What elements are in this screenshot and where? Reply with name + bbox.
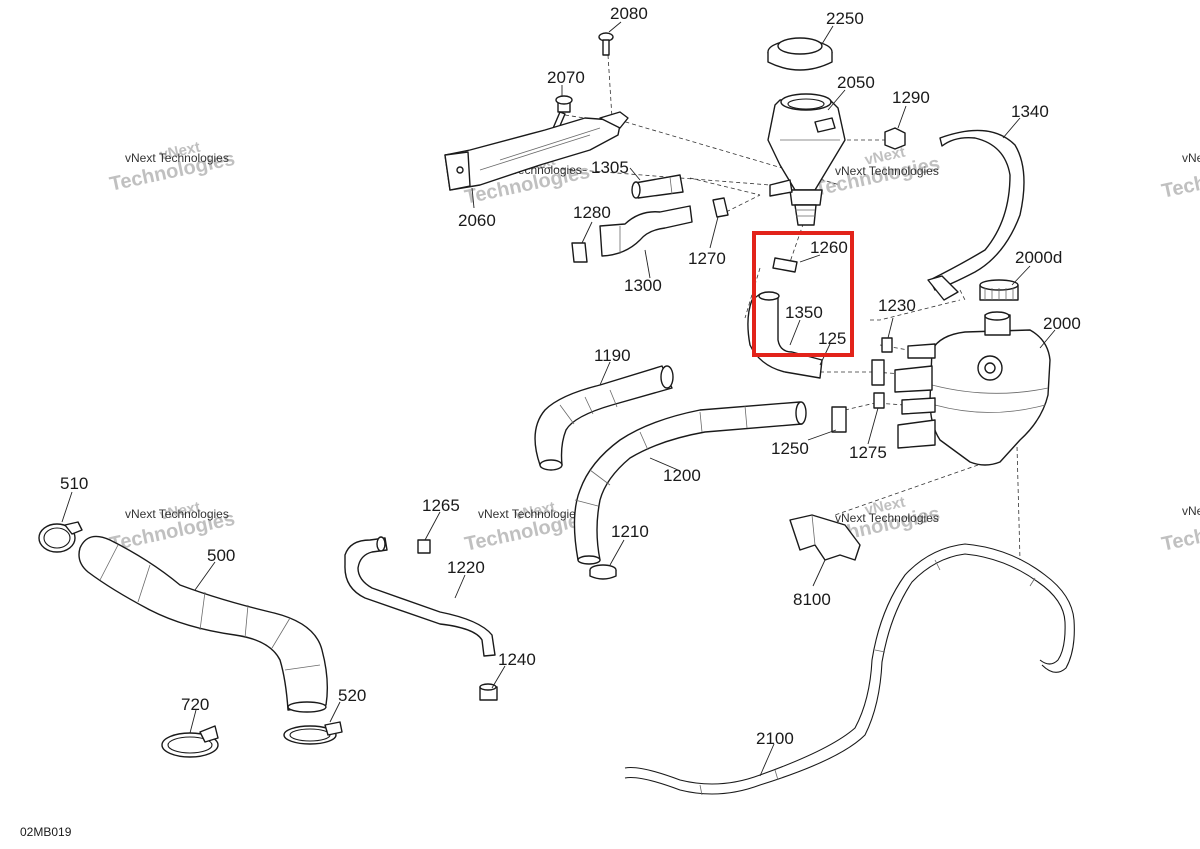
clamp-720 bbox=[161, 725, 219, 758]
part-label-1190: 1190 bbox=[594, 346, 631, 365]
shield-8100 bbox=[789, 514, 861, 561]
part-labels: 2080 2250 2070 2050 1290 1340 1305 2060 … bbox=[60, 4, 1081, 748]
clamp-1270 bbox=[712, 197, 729, 218]
part-label-520: 520 bbox=[338, 686, 366, 705]
part-label-1300: 1300 bbox=[624, 276, 662, 295]
clamp-1280 bbox=[571, 242, 588, 263]
part-label-1270: 1270 bbox=[688, 249, 726, 268]
part-label-1340: 1340 bbox=[1011, 102, 1049, 121]
clamp-520 bbox=[283, 721, 343, 745]
part-label-2070: 2070 bbox=[547, 68, 585, 87]
part-label-1275: 1275 bbox=[849, 443, 887, 462]
leader-lines bbox=[61, 21, 1056, 777]
clamp-1210 bbox=[589, 564, 617, 580]
cap-2000d bbox=[979, 279, 1019, 301]
part-label-1210: 1210 bbox=[611, 522, 649, 541]
part-label-1240: 1240 bbox=[498, 650, 536, 669]
clamp-1240 bbox=[479, 683, 498, 701]
part-label-2060: 2060 bbox=[458, 211, 496, 230]
part-label-1260: 1260 bbox=[810, 238, 848, 257]
connector-1305 bbox=[631, 174, 684, 199]
part-label-2100: 2100 bbox=[756, 729, 794, 748]
part-label-1305: 1305 bbox=[591, 158, 629, 177]
watermark-text: vNext Technologies bbox=[1182, 151, 1200, 165]
hose-1190 bbox=[534, 365, 674, 471]
part-label-720: 720 bbox=[181, 695, 209, 714]
part-label-1350: 1350 bbox=[785, 303, 823, 322]
watermark-text: vNext Technologies bbox=[478, 507, 582, 521]
watermark-text: vNext Technologies bbox=[125, 151, 229, 165]
watermark-text: vNext Technologies bbox=[835, 511, 939, 525]
clamp-1265 bbox=[417, 539, 431, 554]
hose-1300 bbox=[599, 205, 693, 257]
part-label-1290: 1290 bbox=[892, 88, 930, 107]
bracket-2060 bbox=[444, 111, 629, 191]
assembly-lines bbox=[449, 54, 1021, 561]
hose-1200 bbox=[573, 401, 807, 565]
clamp-510 bbox=[38, 521, 83, 553]
part-label-1220: 1220 bbox=[447, 558, 485, 577]
clamps-1230-1275 bbox=[871, 337, 893, 409]
part-label-500: 500 bbox=[207, 546, 235, 565]
part-label-1200: 1200 bbox=[663, 466, 701, 485]
part-label-8100: 8100 bbox=[793, 590, 831, 609]
hose-1340 bbox=[927, 129, 1025, 301]
hose-2100 bbox=[624, 543, 1075, 796]
part-label-510: 510 bbox=[60, 474, 88, 493]
clamp-1290 bbox=[884, 127, 906, 150]
hose-500 bbox=[78, 535, 329, 713]
part-label-2080: 2080 bbox=[610, 4, 648, 23]
part-label-2000: 2000 bbox=[1043, 314, 1081, 333]
fill-neck-2050 bbox=[767, 93, 846, 226]
part-label-1250: 1250 bbox=[771, 439, 809, 458]
part-label-1265: 1265 bbox=[422, 496, 460, 515]
highlight-box bbox=[752, 231, 854, 357]
clamp-1260 bbox=[772, 257, 798, 273]
watermark-text: vNext Technologies bbox=[1182, 504, 1200, 518]
part-label-2250: 2250 bbox=[826, 9, 864, 28]
part-label-1230: 1230 bbox=[878, 296, 916, 315]
screw-2080 bbox=[598, 32, 614, 56]
clamp-1250 bbox=[831, 406, 847, 433]
watermark-text: vNext Technologies bbox=[835, 164, 939, 178]
part-label-2000d: 2000d bbox=[1015, 248, 1062, 267]
part-label-1280: 1280 bbox=[573, 203, 611, 222]
part-label-125: 125 bbox=[818, 329, 846, 348]
hose-1220 bbox=[344, 536, 496, 657]
drawing-code: 02MB019 bbox=[20, 825, 72, 839]
cap-2250 bbox=[767, 37, 833, 71]
reservoir-2000 bbox=[894, 311, 1051, 466]
part-label-2050: 2050 bbox=[837, 73, 875, 92]
watermark-text: vNext Technologies bbox=[125, 507, 229, 521]
